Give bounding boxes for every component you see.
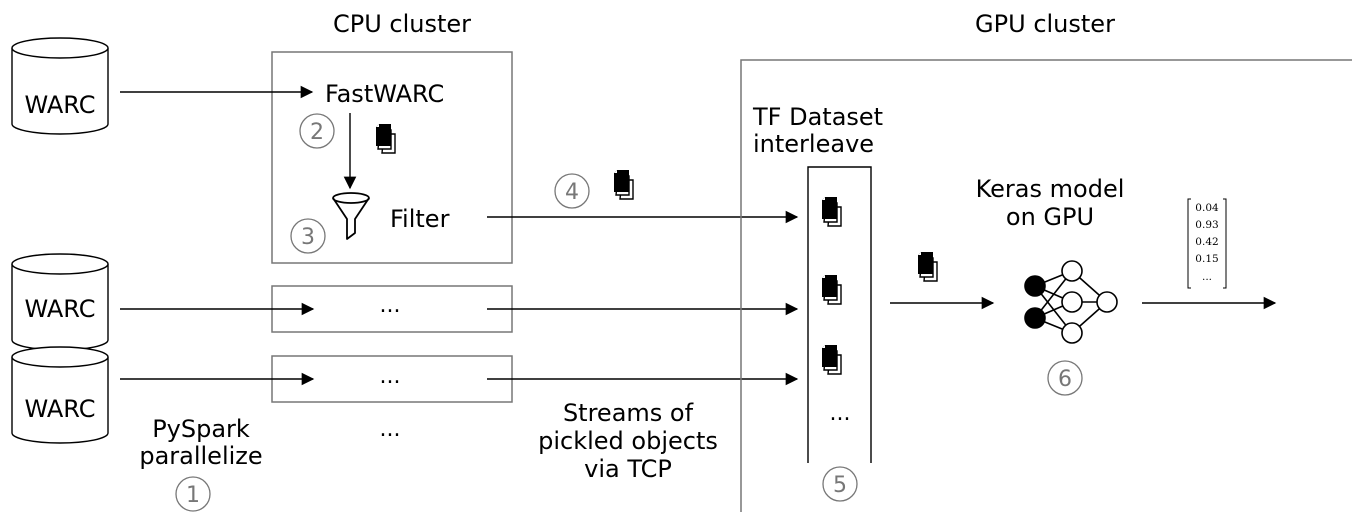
svg-text:5: 5 <box>833 473 847 498</box>
queue-documents-icon-3 <box>821 344 842 375</box>
output-vector: 0.04 0.93 0.42 0.15 ... <box>1187 198 1227 289</box>
more-workers-ellipsis: ... <box>380 417 401 442</box>
output-value-5: ... <box>1202 271 1212 283</box>
output-value-1: 0.04 <box>1195 202 1219 214</box>
pyspark-label-line1: PySpark <box>152 415 250 443</box>
step-marker-1: 1 <box>175 476 211 512</box>
step-marker-3: 3 <box>290 218 326 254</box>
step-marker-2: 2 <box>299 113 335 149</box>
queue-documents-icon-1 <box>821 196 842 227</box>
cpu-node-box <box>271 51 513 264</box>
warc-storage-3: WARC <box>11 346 109 444</box>
documents-icon-batch <box>917 251 938 282</box>
step-marker-6: 6 <box>1047 360 1083 396</box>
svg-text:3: 3 <box>301 225 315 250</box>
warc-storage-1: WARC <box>11 37 109 135</box>
output-value-4: 0.15 <box>1195 253 1218 265</box>
tf-dataset-label-line2: interleave <box>753 130 874 158</box>
gpu-cluster-box <box>740 59 1352 512</box>
pyspark-label-line2: parallelize <box>139 442 262 470</box>
warc-label-2: WARC <box>24 295 95 323</box>
step-marker-4: 4 <box>554 173 590 209</box>
svg-text:1: 1 <box>186 483 200 508</box>
step-marker-5: 5 <box>822 466 858 502</box>
worker-ellipsis-3: ... <box>380 364 401 389</box>
documents-icon-stream <box>613 169 634 200</box>
queue-documents-icon-2 <box>821 274 842 305</box>
worker-ellipsis-2: ... <box>380 293 401 318</box>
output-value-2: 0.93 <box>1195 219 1218 231</box>
tf-dataset-label-line1: TF Dataset <box>752 103 883 131</box>
output-value-3: 0.42 <box>1195 236 1218 248</box>
svg-text:6: 6 <box>1058 367 1072 392</box>
queue-ellipsis: ... <box>830 401 851 426</box>
warc-label-3: WARC <box>24 395 95 423</box>
streams-label-line3: via TCP <box>584 455 672 483</box>
keras-label-line1: Keras model <box>976 175 1125 203</box>
streams-label-line1: Streams of <box>563 399 694 427</box>
filter-funnel-icon <box>332 192 370 240</box>
neural-network-icon <box>1024 260 1118 344</box>
tf-dataset-queue <box>807 166 872 463</box>
fastwarc-label: FastWARC <box>325 80 444 108</box>
streams-label-line2: pickled objects <box>538 427 718 455</box>
keras-label-line2: on GPU <box>1006 203 1094 231</box>
warc-label-1: WARC <box>24 91 95 119</box>
documents-icon-cpu <box>375 123 396 154</box>
svg-text:2: 2 <box>310 120 324 145</box>
gpu-cluster-title: GPU cluster <box>975 10 1115 38</box>
svg-text:4: 4 <box>565 180 579 205</box>
warc-storage-2: WARC <box>11 253 109 351</box>
filter-label: Filter <box>390 205 450 233</box>
cpu-cluster-title: CPU cluster <box>333 10 471 38</box>
